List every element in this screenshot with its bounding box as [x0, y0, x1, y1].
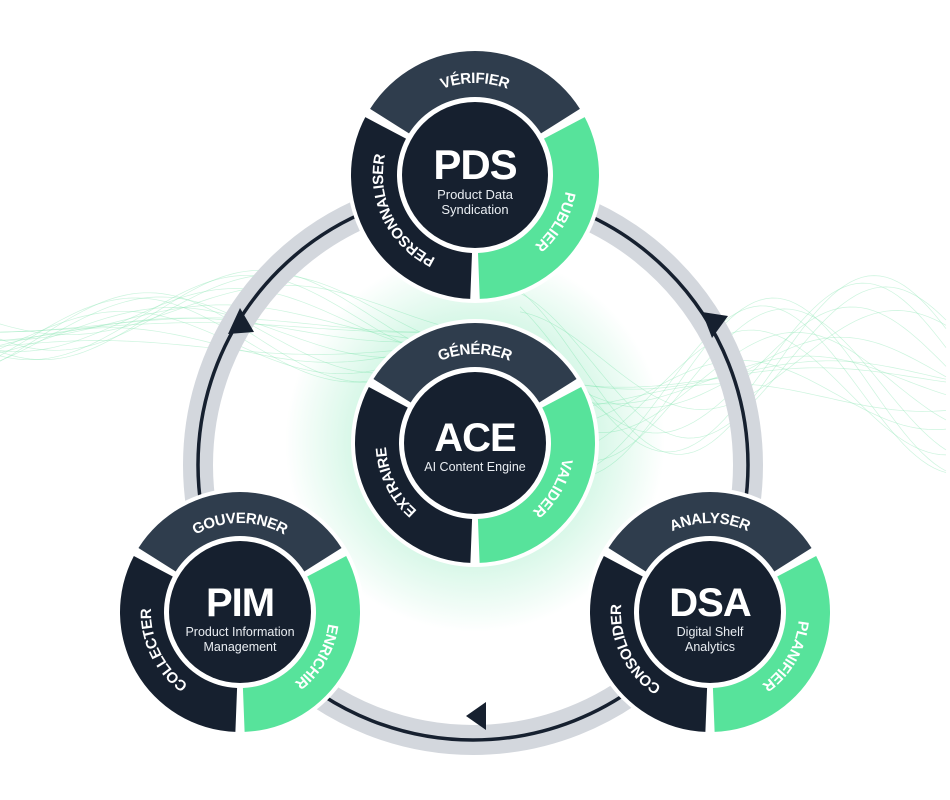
ace-segment-right	[477, 387, 595, 563]
pim-segment-right	[242, 556, 360, 732]
dsa-core	[639, 541, 781, 683]
ace-segment-left	[355, 387, 473, 563]
ace-label-top: GÉNÉRER	[436, 341, 515, 365]
dsa-subtitle-line2: Analytics	[685, 640, 735, 654]
dsa-segment-right	[712, 556, 830, 732]
pim-segment-top	[138, 492, 342, 572]
arrow-left-icon	[466, 702, 486, 730]
dsa-subtitle-line1: Digital Shelf	[677, 625, 744, 639]
pim-acronym: PIM	[206, 581, 274, 625]
ace-acronym: ACE	[434, 416, 516, 460]
pds-segment-right	[477, 117, 599, 299]
pim-subtitle-line1: Product Information	[185, 625, 294, 639]
pim-subtitle-line2: Management	[204, 640, 277, 654]
dsa-acronym: DSA	[669, 581, 751, 625]
ace-core	[404, 372, 546, 514]
pds-core	[402, 102, 548, 248]
pds-segment-top	[370, 50, 580, 134]
pim-core	[169, 541, 311, 683]
pds-segment-left	[351, 117, 473, 299]
pds-label-top: VÉRIFIER	[438, 70, 512, 93]
dsa-segment-left	[590, 556, 708, 732]
arrow-up-icon	[228, 308, 254, 334]
pds-subtitle-line2: Syndication	[441, 202, 508, 217]
ace-subtitle-line1: AI Content Engine	[424, 460, 526, 474]
dsa-segment-top	[608, 492, 812, 572]
pds-acronym: PDS	[433, 141, 516, 188]
pim-segment-left	[120, 556, 238, 732]
arrow-right-icon	[702, 312, 728, 338]
ace-segment-top	[373, 323, 577, 403]
pds-subtitle-line1: Product Data	[437, 187, 514, 202]
